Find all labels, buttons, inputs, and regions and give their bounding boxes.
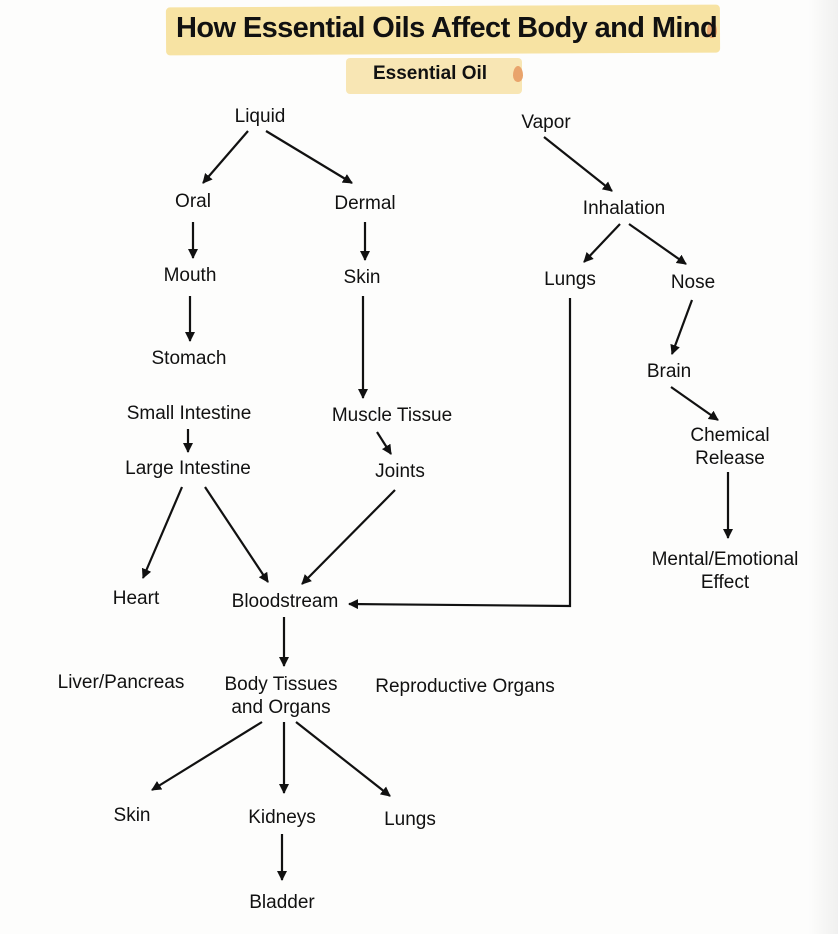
- arrow-inhalation-nose: [628, 223, 687, 265]
- node-lungs-organ: Lungs: [384, 809, 436, 830]
- node-skin-organ: Skin: [113, 805, 151, 826]
- arrow-brain-chemical: [670, 386, 719, 421]
- node-kidneys: Kidneys: [248, 807, 316, 828]
- node-oral: Oral: [175, 191, 211, 212]
- diagram-title: How Essential Oils Affect Body and Mind: [176, 12, 718, 44]
- diagram-subtitle: Essential Oil: [373, 63, 488, 84]
- node-body-tissues-line2: and Organs: [231, 697, 331, 718]
- node-stomach: Stomach: [151, 348, 227, 369]
- subtitle-highlight: [346, 58, 522, 94]
- node-brain: Brain: [646, 361, 692, 382]
- arrow-muscle-joints: [376, 431, 392, 455]
- arrow-body-lungs: [295, 721, 391, 797]
- node-body-tissues-organs: Body Tissues and Organs: [196, 673, 366, 719]
- arrow-body-skin: [151, 721, 263, 791]
- node-chemical-release-line2: Release: [695, 448, 765, 469]
- node-reproductive-organs: Reproductive Organs: [375, 676, 555, 697]
- node-dermal: Dermal: [334, 193, 396, 214]
- node-lungs-inhalation: Lungs: [544, 269, 596, 290]
- arrow-joints-bloodstream: [301, 489, 396, 585]
- node-liquid: Liquid: [234, 106, 286, 127]
- node-mouth: Mouth: [163, 265, 217, 286]
- node-nose: Nose: [670, 272, 716, 293]
- node-joints: Joints: [375, 461, 425, 482]
- node-large-intestine: Large Intestine: [125, 458, 251, 479]
- node-heart: Heart: [112, 588, 160, 609]
- node-mental-effect-line2: Effect: [700, 572, 750, 593]
- node-chemical-release: Chemical Release: [645, 424, 815, 470]
- node-inhalation: Inhalation: [582, 198, 666, 219]
- node-body-tissues-line1: Body Tissues: [224, 674, 338, 695]
- oil-droplet-icon: [513, 66, 523, 82]
- node-muscle-tissue: Muscle Tissue: [331, 405, 453, 426]
- node-vapor: Vapor: [521, 112, 571, 133]
- node-skin-dermal: Skin: [343, 267, 381, 288]
- node-liver-pancreas: Liver/Pancreas: [57, 672, 185, 693]
- node-bloodstream: Bloodstream: [231, 591, 339, 612]
- arrow-vapor-inhalation: [543, 136, 613, 192]
- arrow-lungs-bloodstream: [348, 298, 572, 610]
- arrow-inhalation-lungs: [583, 223, 621, 263]
- node-mental-effect-line1: Mental/Emotional: [651, 549, 799, 570]
- arrow-liquid-dermal: [265, 130, 353, 184]
- arrow-liquid-oral: [202, 130, 249, 184]
- node-mental-emotional-effect: Mental/Emotional Effect: [640, 548, 810, 594]
- node-chemical-release-line1: Chemical: [690, 425, 770, 446]
- arrow-large-intestine-bloodstream: [204, 486, 269, 583]
- oil-droplet-icon: [707, 22, 717, 38]
- node-bladder: Bladder: [249, 892, 315, 913]
- arrow-nose-brain: [670, 299, 694, 355]
- node-small-intestine: Small Intestine: [126, 403, 252, 424]
- arrow-large-intestine-heart: [141, 486, 184, 579]
